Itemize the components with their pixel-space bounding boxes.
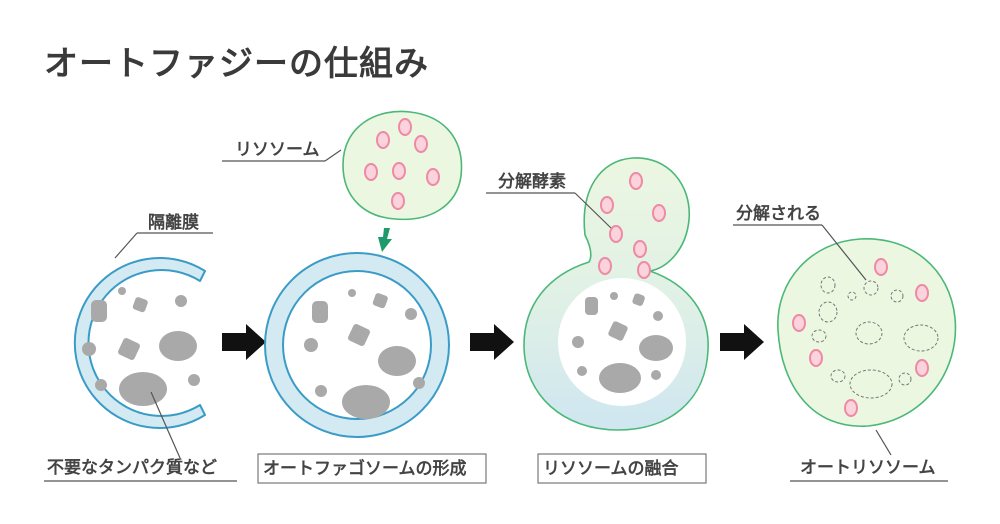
enzyme: [809, 349, 823, 367]
cargo-item: [585, 297, 598, 315]
cargo-item: [312, 301, 328, 323]
cargo-item: [405, 308, 417, 320]
enzyme: [629, 172, 643, 190]
cargo-group-1: [82, 287, 200, 406]
enzyme: [844, 399, 858, 417]
enzyme: [426, 168, 440, 186]
cargo-item: [95, 379, 107, 391]
degraded-cargo-group: [811, 276, 939, 399]
enzyme: [398, 118, 412, 136]
process-arrow-2: [470, 324, 514, 360]
cargo-item: [608, 321, 628, 341]
enzyme: [609, 225, 623, 243]
cargo-item: [175, 295, 187, 307]
leader-line: [821, 224, 867, 281]
leader-line: [114, 232, 138, 259]
label-lysosome: リソソーム: [235, 140, 320, 160]
enzyme: [633, 240, 647, 258]
cargo-item: [577, 366, 587, 376]
cargo-item: [348, 289, 356, 297]
label-box: [537, 453, 707, 484]
degraded-cargo: [898, 372, 912, 386]
cargo-group-2: [304, 289, 425, 419]
label-autolysosome: オートリソソーム: [800, 458, 936, 478]
cargo-item: [132, 297, 148, 313]
cargo-item: [348, 324, 370, 346]
enzyme: [414, 135, 428, 153]
enzyme: [392, 162, 406, 180]
degraded-cargo: [847, 291, 857, 301]
page-title: オートファジーの仕組み: [44, 44, 429, 84]
degraded-cargo: [863, 280, 879, 296]
enzyme: [792, 314, 806, 332]
label-unneeded-proteins: 不要なタンパク質など: [47, 457, 217, 478]
enzyme: [364, 163, 378, 181]
cargo-item: [315, 385, 327, 397]
isolation-membrane: [73, 257, 206, 429]
enzyme-group-3: [598, 172, 666, 279]
cargo-item: [159, 331, 197, 361]
cargo-item: [82, 342, 96, 356]
cargo-group-3: [572, 292, 673, 393]
stage-1-isolation-membrane: 隔離膜 不要なタンパク質など: [44, 212, 237, 482]
label-degraded: 分解される: [736, 203, 821, 224]
cargo-item: [342, 385, 390, 419]
leader-line: [150, 391, 181, 459]
cargo-item: [304, 338, 318, 352]
enzyme: [915, 284, 929, 302]
enzyme: [391, 192, 405, 210]
degraded-cargo: [818, 301, 838, 323]
enzyme: [915, 359, 929, 377]
stage-2-autophagosome: リソソーム オートファゴソームの形成: [222, 110, 487, 484]
cargo-item: [599, 363, 641, 393]
leader-line: [324, 149, 342, 162]
label-lysosome-fusion: リソソームの融合: [543, 458, 679, 479]
label-box: [257, 453, 487, 484]
leader-line: [574, 192, 612, 229]
cargo-item: [413, 377, 425, 389]
degraded-cargo: [903, 324, 939, 352]
degraded-cargo: [855, 321, 883, 345]
cargo-item: [378, 346, 416, 376]
degraded-cargo: [890, 289, 904, 303]
green-arrow-icon: [378, 228, 392, 252]
degraded-cargo: [830, 369, 846, 383]
label-isolation-membrane: 隔離膜: [148, 212, 199, 233]
degraded-cargo: [811, 329, 827, 343]
cargo-item: [610, 292, 618, 300]
enzyme-group-4: [792, 258, 929, 417]
degraded-cargo: [849, 369, 893, 399]
enzyme: [376, 131, 390, 149]
process-arrow-1: [222, 324, 266, 360]
leader-line: [875, 429, 892, 456]
enzyme: [598, 257, 612, 275]
stage-3-fusion: 分解酵素 リソソームの融合: [486, 157, 709, 484]
cargo-item: [119, 372, 167, 406]
cargo-item: [639, 335, 673, 361]
enzyme: [600, 196, 614, 214]
cargo-item: [653, 311, 663, 321]
cargo-item: [188, 374, 200, 386]
cargo-item: [651, 370, 661, 380]
enzyme-group-2: [364, 118, 440, 210]
cargo-item: [572, 336, 584, 348]
cargo-item: [91, 300, 107, 322]
label-autophagosome-formation: オートファゴソームの形成: [263, 458, 467, 479]
cargo-item: [632, 293, 645, 306]
cargo-item: [372, 293, 388, 309]
process-arrow-3: [720, 324, 764, 360]
label-digestive-enzymes: 分解酵素: [498, 171, 566, 192]
enzyme: [637, 261, 651, 279]
stage-4-autolysosome: 分解される オートリソソーム: [733, 203, 957, 482]
cargo-item: [118, 287, 126, 295]
enzyme: [874, 258, 888, 276]
degraded-cargo: [820, 276, 836, 294]
enzyme: [652, 204, 666, 222]
cargo-item: [118, 338, 140, 360]
